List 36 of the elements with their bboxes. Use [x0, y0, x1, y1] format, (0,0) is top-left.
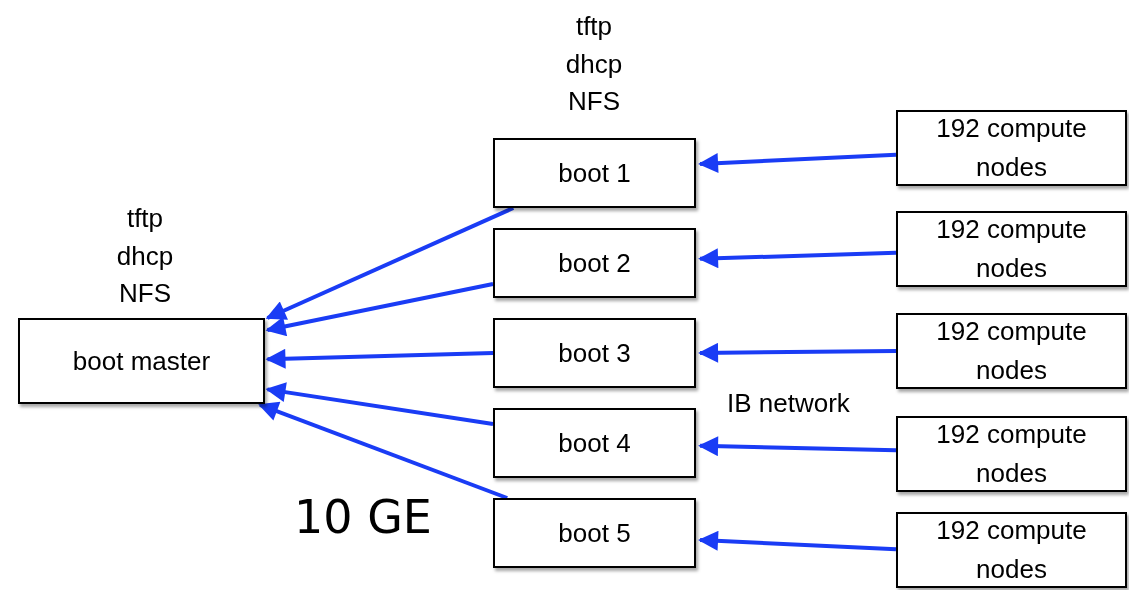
- arrow: [698, 342, 897, 363]
- process-box: [493, 408, 696, 478]
- service-list: tftp dhcp NFS: [549, 8, 639, 122]
- arrow: [698, 152, 897, 174]
- process-box: [493, 138, 696, 208]
- process-box: [896, 512, 1127, 588]
- arrow: [265, 282, 494, 337]
- process-box: [896, 313, 1127, 389]
- process-box: [493, 318, 696, 388]
- service-list: tftp dhcp NFS: [100, 200, 190, 314]
- process-box: [493, 498, 696, 568]
- process-box: [18, 318, 265, 404]
- node-label: boot 2: [558, 246, 631, 280]
- node-label: 192 compute nodes: [935, 213, 1088, 285]
- process-box: [493, 228, 696, 298]
- node-label: boot 5: [558, 516, 631, 550]
- node-label: boot 3: [558, 336, 631, 370]
- arrow: [265, 348, 494, 369]
- network-label: 10 GE: [294, 490, 432, 544]
- node-label: 192 compute nodes: [935, 514, 1088, 586]
- arrow: [265, 382, 494, 427]
- node-label: 192 compute nodes: [935, 315, 1088, 387]
- node-label: boot 4: [558, 426, 631, 460]
- arrow: [258, 401, 508, 500]
- arrow: [265, 206, 515, 320]
- process-box: [896, 416, 1127, 492]
- arrow: [698, 436, 897, 457]
- arrow: [698, 248, 897, 269]
- arrow: [698, 530, 897, 552]
- network-label: IB network: [727, 388, 850, 419]
- node-label: boot 1: [558, 156, 631, 190]
- process-box: [896, 110, 1127, 186]
- node-label: boot master: [72, 344, 211, 378]
- process-box: [896, 211, 1127, 287]
- node-label: 192 compute nodes: [935, 112, 1088, 184]
- node-label: 192 compute nodes: [935, 418, 1088, 490]
